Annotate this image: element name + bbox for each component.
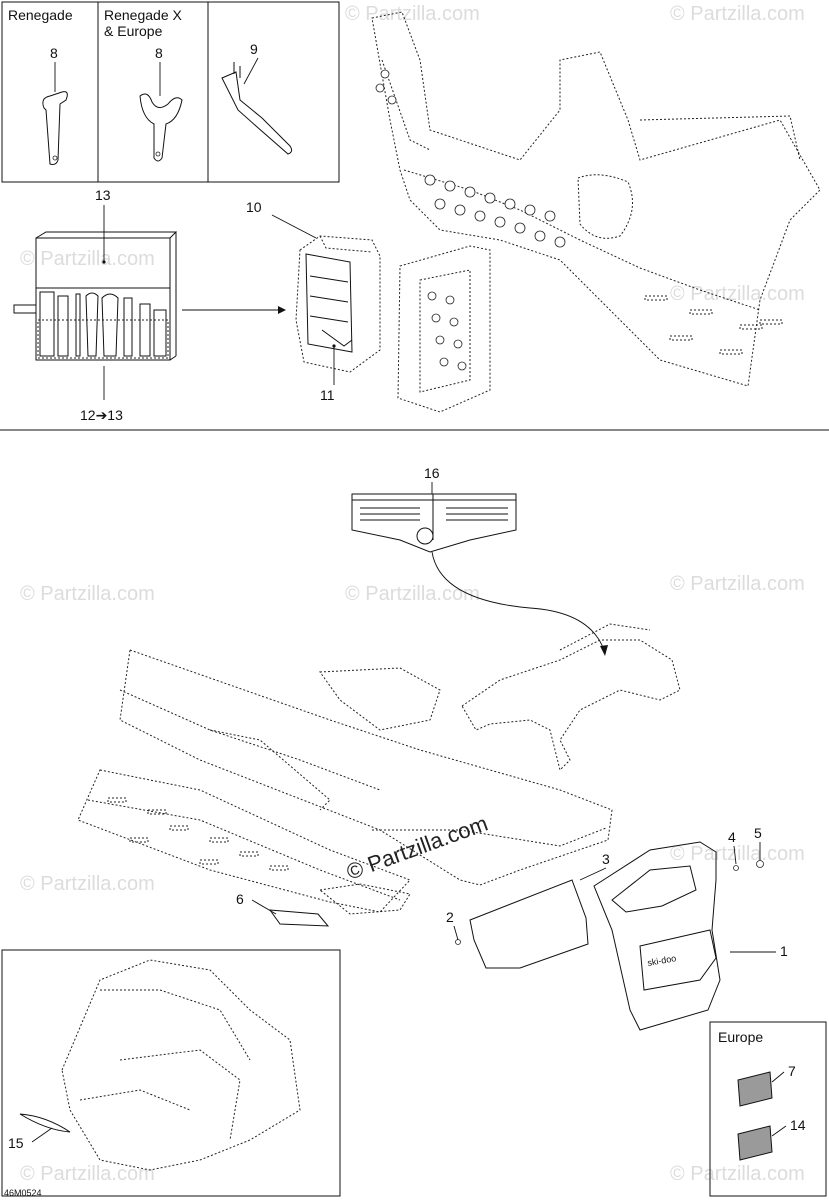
- callout-1: 1: [780, 943, 788, 959]
- warning-decal: [351, 493, 517, 553]
- watermark: © Partzilla.com: [20, 248, 155, 270]
- rivet-2: [455, 939, 461, 945]
- front-frame-assembly: [371, 11, 821, 413]
- watermark: © Partzilla.com: [670, 1163, 805, 1185]
- callout-2: 2: [446, 909, 454, 925]
- callout-12-13: 12➔13: [80, 407, 123, 423]
- frame-holes: [375, 69, 783, 371]
- callout-7: 7: [788, 1063, 796, 1079]
- callout-8-renegade-x: 8: [155, 45, 163, 61]
- running-board-slots: [107, 797, 289, 871]
- belly-pan-box: [1, 949, 341, 1197]
- watermarks: © Partzilla.com © Partzilla.com © Partzi…: [20, 3, 805, 1185]
- watermark: © Partzilla.com: [670, 843, 805, 865]
- washer-5: [756, 860, 764, 868]
- mounting-plate-3: [469, 879, 589, 969]
- callout-11: 11: [320, 387, 335, 403]
- callout-9: 9: [250, 41, 258, 57]
- callout-6: 6: [236, 891, 244, 907]
- callout-15: 15: [8, 1135, 24, 1151]
- watermark-center: © Partzilla.com: [343, 811, 491, 885]
- watermark: © Partzilla.com: [670, 3, 805, 25]
- callout-13: 13: [95, 187, 111, 203]
- watermark: © Partzilla.com: [20, 873, 155, 895]
- reflector-14: [737, 1125, 773, 1161]
- header-renegade: Renegade: [8, 7, 73, 23]
- watermark: © Partzilla.com: [670, 573, 805, 595]
- callout-4: 4: [728, 829, 736, 845]
- callout-3: 3: [602, 851, 610, 867]
- callout-10: 10: [246, 199, 262, 215]
- watermark: © Partzilla.com: [20, 583, 155, 605]
- header-europe: Europe: [718, 1029, 763, 1045]
- tool-kit-bag: [13, 231, 178, 361]
- snow-flap-1: ski-doo: [593, 841, 721, 1031]
- pin-wrench-icon: [221, 62, 293, 155]
- header-renegade-x-europe: & Europe: [104, 23, 163, 39]
- watermark: © Partzilla.com: [345, 583, 480, 605]
- header-renegade-x: Renegade X: [104, 7, 183, 23]
- tool-box-holder: [295, 235, 381, 373]
- reflector-6: [268, 909, 330, 927]
- watermark: © Partzilla.com: [345, 3, 480, 25]
- europe-box: Europe: [709, 1021, 827, 1197]
- callout-14: 14: [790, 1117, 806, 1133]
- spanner-wrench-icon: [42, 91, 68, 165]
- tool-boxes: Renegade Renegade X & Europe 8 8 9: [1, 1, 340, 183]
- spanner-wrench-icon: [139, 93, 183, 162]
- watermark: © Partzilla.com: [20, 1163, 155, 1185]
- ski-doo-logo: ski-doo: [647, 953, 677, 968]
- callout-16: 16: [424, 465, 440, 481]
- nut-4: [733, 865, 739, 871]
- rear-frame-assembly: [77, 623, 681, 915]
- figure-code: 46M0524: [4, 1188, 42, 1198]
- callout-5: 5: [754, 825, 762, 841]
- callout-8-renegade: 8: [50, 45, 58, 61]
- reflector-7: [737, 1071, 773, 1107]
- watermark: © Partzilla.com: [670, 283, 805, 305]
